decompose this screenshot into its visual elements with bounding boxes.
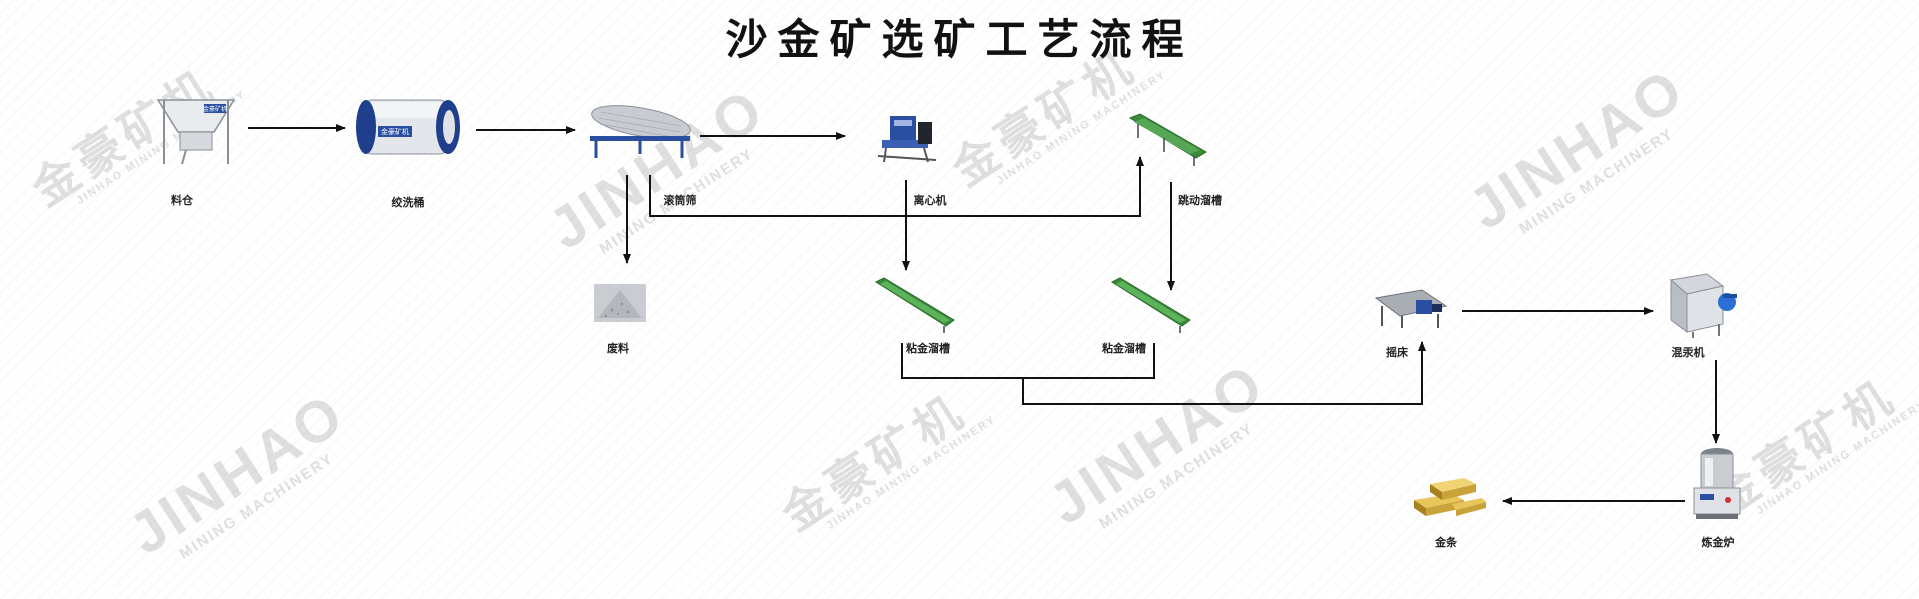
- arrow-trommel-to-jig: [649, 156, 1144, 217]
- shaker-illustration: [1374, 289, 1448, 328]
- line-sluice-merge: [901, 343, 1155, 379]
- node-label-shaker: 摇床: [1386, 346, 1408, 359]
- amalgamator-illustration: [1669, 273, 1737, 338]
- jig-sluice-illustration: [1128, 113, 1207, 166]
- sluice1-illustration: [874, 277, 955, 333]
- node-label-waste: 废料: [607, 342, 629, 355]
- node-label-hopper: 料仓: [171, 194, 193, 207]
- trommel-illustration: [590, 105, 691, 158]
- smelter-illustration: [1693, 448, 1741, 519]
- node-label-scrubber: 绞洗桶: [391, 196, 425, 209]
- gold-bar-illustration: [1414, 478, 1486, 516]
- arrow-merge-to-shaker: [1022, 341, 1426, 405]
- node-label-trommel: 滚筒筛: [663, 194, 697, 207]
- scrubber-badge: 金豪矿机: [381, 127, 409, 136]
- centrifuge-illustration: [877, 116, 937, 163]
- hopper-illustration: 金豪矿机: [156, 99, 236, 165]
- node-label-sluice1: 粘金溜槽: [906, 342, 950, 355]
- scrubber-illustration: 金豪矿机: [356, 99, 460, 155]
- node-label-gold-bar: 金条: [1435, 536, 1457, 549]
- node-label-jig-sluice: 跳动溜槽: [1178, 194, 1222, 207]
- node-label-sluice2: 粘金溜槽: [1102, 342, 1146, 355]
- sluice2-illustration: [1110, 277, 1191, 333]
- waste-illustration: [594, 284, 646, 322]
- node-label-amalgamator: 混汞机: [1671, 346, 1705, 359]
- node-label-centrifuge: 离心机: [913, 194, 947, 207]
- hopper-badge: 金豪矿机: [203, 105, 227, 113]
- page-title: 沙金矿选矿工艺流程: [725, 15, 1194, 64]
- node-label-smelter: 炼金炉: [1701, 536, 1735, 549]
